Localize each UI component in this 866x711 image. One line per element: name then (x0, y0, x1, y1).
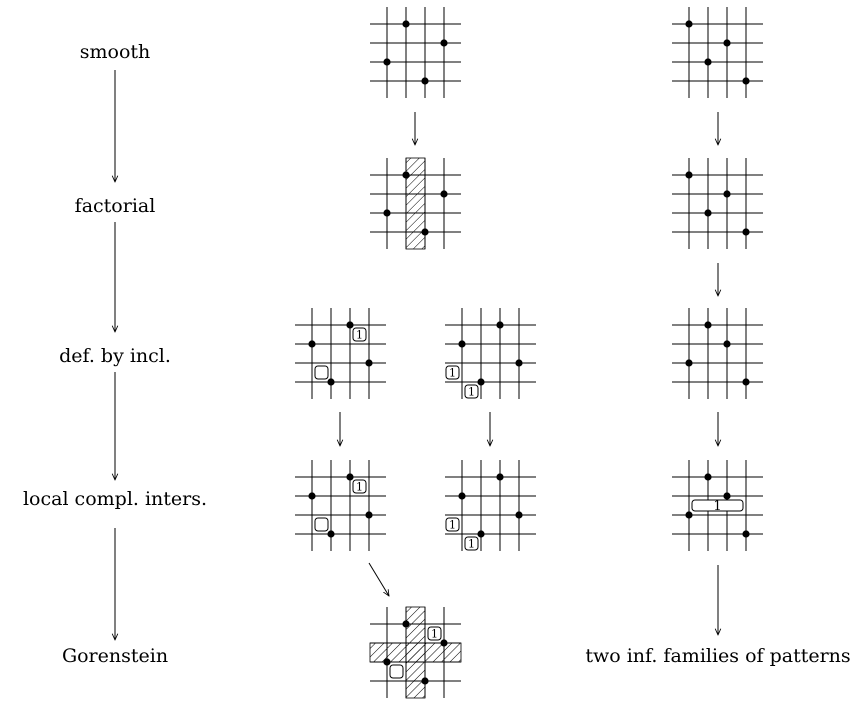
pattern-point (704, 321, 712, 329)
pattern-smooth-b (672, 7, 763, 98)
label-factorial: factorial (75, 195, 156, 217)
shaded-region (405, 157, 426, 250)
pattern-lci-a: 1 (295, 460, 386, 551)
pattern-point (458, 340, 466, 348)
empty-box (389, 664, 404, 679)
pattern-point (723, 492, 731, 500)
pattern-point (402, 171, 410, 179)
pattern-point (477, 378, 485, 386)
pattern-point (327, 378, 335, 386)
label-local-compl-inters: local compl. inters. (23, 488, 207, 510)
pattern-point (742, 228, 750, 236)
pattern-point (685, 20, 693, 28)
numbered-box-wide: 1 (691, 499, 744, 514)
pattern-point (383, 58, 391, 66)
numbered-box: 1 (427, 626, 442, 641)
pattern-point (421, 677, 429, 685)
pattern-point (685, 511, 693, 519)
box-label: 1 (449, 519, 456, 532)
pattern-point (346, 473, 354, 481)
pattern-point (308, 340, 316, 348)
pattern-point (365, 511, 373, 519)
pattern-lci-c: 1 (672, 460, 763, 551)
numbered-box: 1 (352, 327, 367, 342)
pattern-point (477, 530, 485, 538)
box-label: 1 (356, 329, 363, 342)
pattern-point (723, 340, 731, 348)
pattern-point (742, 77, 750, 85)
label-smooth: smooth (80, 41, 151, 63)
numbered-box: 1 (445, 365, 460, 380)
pattern-lci-b: 11 (445, 460, 536, 551)
box-label: 1 (713, 499, 721, 514)
pattern-point (515, 511, 523, 519)
label-two-inf-families: two inf. families of patterns (585, 645, 850, 667)
pattern-point (496, 321, 504, 329)
numbered-box: 1 (464, 536, 479, 551)
pattern-point (421, 77, 429, 85)
label-def-by-incl: def. by incl. (59, 345, 171, 367)
pattern-point (458, 492, 466, 500)
pattern-point (723, 190, 731, 198)
numbered-box: 1 (352, 479, 367, 494)
pattern-point (346, 321, 354, 329)
pattern-point (421, 228, 429, 236)
pattern-point (308, 492, 316, 500)
pattern-defincl-b: 11 (445, 308, 536, 399)
pattern-point (704, 58, 712, 66)
arrow-diagonal (368, 562, 389, 596)
pattern-point (440, 190, 448, 198)
numbered-box: 1 (464, 384, 479, 399)
pattern-point (496, 473, 504, 481)
pattern-point (383, 658, 391, 666)
empty-box (314, 517, 329, 532)
pattern-point (402, 620, 410, 628)
box-label: 1 (356, 481, 363, 494)
pattern-point (742, 530, 750, 538)
pattern-point (704, 209, 712, 217)
pattern-point (515, 359, 523, 367)
pattern-point (704, 473, 712, 481)
pattern-defincl-c (672, 308, 763, 399)
pattern-point (742, 378, 750, 386)
box-label: 1 (449, 367, 456, 380)
pattern-point (685, 171, 693, 179)
box-label: 1 (468, 538, 475, 551)
pattern-point (402, 20, 410, 28)
pattern-defincl-a: 1 (295, 308, 386, 399)
pattern-factorial-a (370, 157, 461, 250)
pattern-point (440, 39, 448, 47)
pattern-point (327, 530, 335, 538)
box-label: 1 (468, 386, 475, 399)
label-gorenstein: Gorenstein (62, 645, 168, 667)
box-label: 1 (431, 628, 438, 641)
pattern-point (685, 359, 693, 367)
pattern-point (365, 359, 373, 367)
empty-box (314, 365, 329, 380)
pattern-smooth-a (370, 7, 461, 98)
pattern-point (383, 209, 391, 217)
pattern-gorenstein: 1 (369, 606, 462, 699)
pattern-factorial-b (672, 158, 763, 249)
pattern-point (440, 639, 448, 647)
pattern-point (723, 39, 731, 47)
numbered-box: 1 (445, 517, 460, 532)
shaded-region (369, 642, 462, 663)
